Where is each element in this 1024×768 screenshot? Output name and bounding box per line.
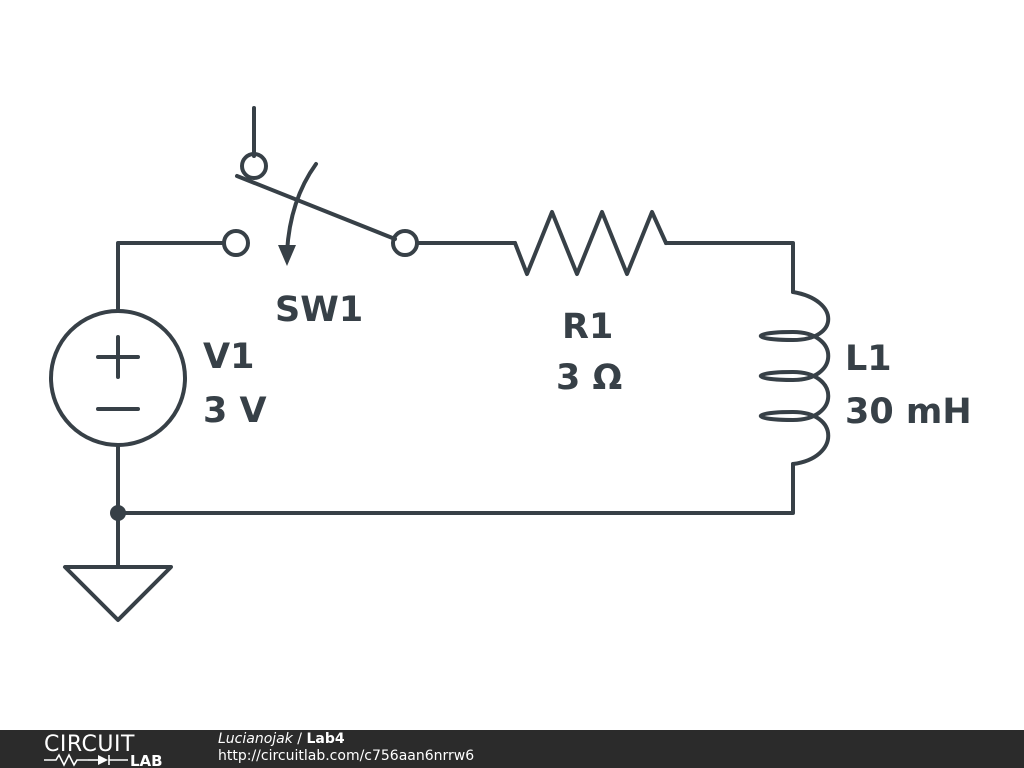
arrow-head-icon <box>278 245 296 266</box>
author-link[interactable]: Lucianojak <box>218 731 293 747</box>
footer-bar: CIRCUIT LAB Lucianojak / Lab4 http://cir… <box>0 730 1024 768</box>
switch-pivot <box>240 152 268 180</box>
switch-sw1 <box>222 106 419 266</box>
inductor-name-label: L1 <box>845 339 892 379</box>
wires <box>116 241 795 569</box>
wire-resistor-to-inductor <box>664 241 795 294</box>
circuit-title-link[interactable]: Lab4 <box>306 731 345 747</box>
source-value-label: 3 V <box>203 391 267 431</box>
resistor-value-label: 3 Ω <box>556 358 622 398</box>
resistor-name-label: R1 <box>562 307 613 347</box>
switch-lever <box>235 174 397 241</box>
source-name-label: V1 <box>203 337 254 377</box>
switch-terminal-right <box>391 229 419 257</box>
logo-resistor-icon <box>44 753 88 767</box>
logo-circuit-text: CIRCUIT <box>44 732 135 757</box>
logo-lab-text: LAB <box>130 752 163 768</box>
circuit-url-link[interactable]: http://circuitlab.com/c756aan6nrrw6 <box>218 748 475 764</box>
circuit-schematic: SW1 V1 3 V R1 3 Ω L1 30 mH <box>49 106 972 622</box>
switch-action-arrow <box>285 162 318 254</box>
logo-diode-icon <box>98 755 108 765</box>
ground-symbol <box>63 565 173 622</box>
resistor-r1 <box>513 210 668 276</box>
circuitlab-logo[interactable]: CIRCUIT LAB <box>0 730 210 768</box>
switch-name-label: SW1 <box>275 290 363 330</box>
breadcrumb-separator: / <box>292 731 307 747</box>
circuit-info: Lucianojak / Lab4 http://circuitlab.com/… <box>218 731 474 765</box>
junction-dot <box>110 505 126 521</box>
inductor-l1 <box>758 290 831 466</box>
wire-ground-return <box>116 444 795 515</box>
inductor-value-label: 30 mH <box>845 392 972 432</box>
switch-terminal-left <box>222 229 250 257</box>
voltage-source-v1 <box>49 309 187 447</box>
wire-source-to-switch <box>116 241 226 312</box>
